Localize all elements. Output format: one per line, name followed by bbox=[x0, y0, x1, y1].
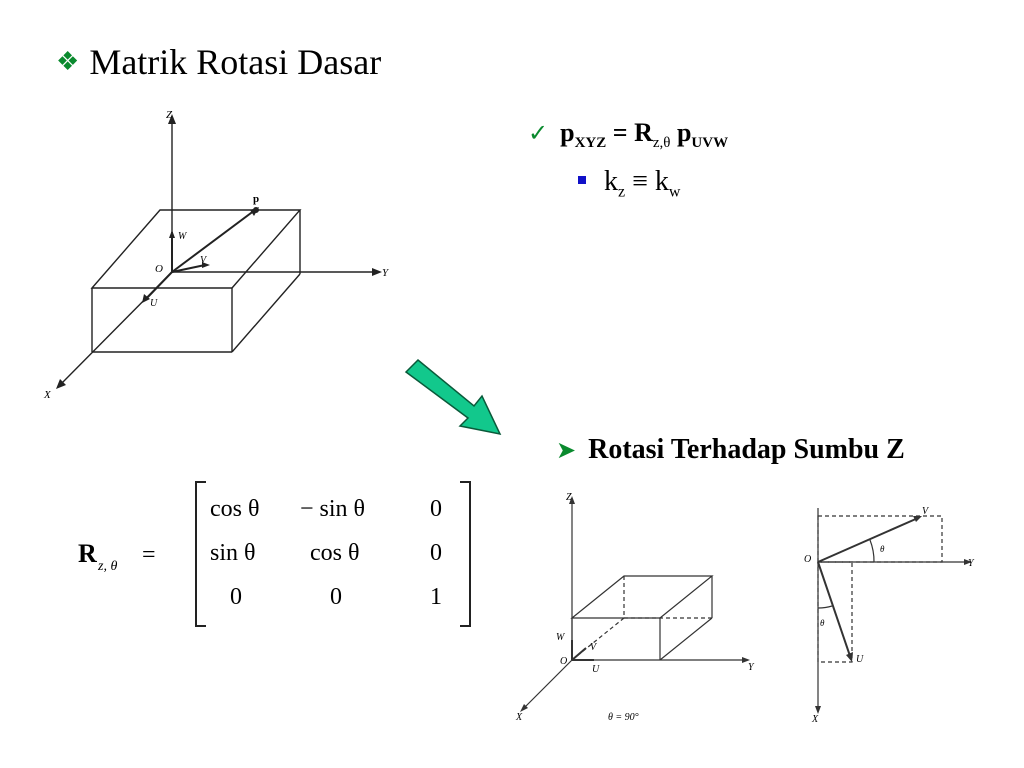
fig3-theta-2: θ bbox=[820, 618, 825, 628]
fig2-label-v: V bbox=[590, 642, 598, 653]
fig2-label-z: Z bbox=[566, 492, 572, 503]
rotation-matrix: R z, θ = cos θ − sin θ 0 sin θ cos θ 0 0… bbox=[78, 481, 471, 627]
fig2-label-x: X bbox=[515, 712, 523, 723]
arrow-bullet-icon: ➤ bbox=[556, 437, 577, 464]
diagonal-arrow-icon bbox=[404, 358, 502, 436]
figure-3d-frame: Z Y X W V U O p bbox=[43, 109, 390, 401]
rotation-heading: Rotasi Terhadap Sumbu Z bbox=[588, 434, 905, 465]
label-y: Y bbox=[382, 267, 390, 279]
bullet-rotation-z: ➤ Rotasi Terhadap Sumbu Z bbox=[556, 434, 905, 466]
fig2-label-origin: O bbox=[560, 656, 567, 667]
equation-text: pXYZ = Rz,θ pUVW bbox=[560, 118, 729, 152]
label-origin: O bbox=[155, 263, 163, 275]
cell-2-2: 1 bbox=[430, 584, 442, 610]
fig3-label-origin: O bbox=[804, 554, 811, 565]
cell-1-2: 0 bbox=[430, 540, 442, 566]
cell-2-1: 0 bbox=[330, 584, 342, 610]
label-z: Z bbox=[166, 109, 173, 121]
fig2-caption: θ = 90° bbox=[608, 712, 639, 723]
bullet-kz-kw: kz ≡ kw bbox=[578, 166, 680, 202]
label-x: X bbox=[43, 389, 52, 401]
figure-2d-rotation: V Y O U X θ θ bbox=[804, 506, 975, 725]
cell-2-0: 0 bbox=[230, 584, 242, 610]
matrix-cells: cos θ − sin θ 0 sin θ cos θ 0 0 0 1 bbox=[210, 496, 442, 610]
fig3-label-v: V bbox=[922, 506, 930, 517]
square-bullet-icon bbox=[578, 176, 586, 184]
fig2-label-y: Y bbox=[748, 662, 755, 673]
label-w: W bbox=[178, 231, 188, 242]
cell-0-2: 0 bbox=[430, 496, 442, 522]
fig3-theta-1: θ bbox=[880, 544, 885, 554]
kz-equiv-text: kz ≡ kw bbox=[604, 166, 681, 201]
slide-title: ❖ Matrik Rotasi Dasar bbox=[56, 44, 381, 80]
cell-1-0: sin θ bbox=[210, 540, 256, 566]
cell-0-0: cos θ bbox=[210, 496, 260, 522]
fig3-label-u: U bbox=[856, 654, 864, 665]
matrix-equals: = bbox=[142, 542, 156, 568]
bullet-equation-pxyz: ✓ pXYZ = Rz,θ pUVW bbox=[528, 118, 728, 152]
matrix-label-sub: z, θ bbox=[97, 559, 117, 574]
label-u: U bbox=[150, 298, 158, 309]
fig3-label-y: Y bbox=[968, 558, 975, 569]
fig2-label-u: U bbox=[592, 664, 600, 675]
label-v: V bbox=[200, 255, 208, 266]
label-point-p: p bbox=[253, 193, 259, 205]
fig3-label-x: X bbox=[811, 714, 819, 725]
matrix-label-r: R bbox=[78, 539, 97, 568]
check-icon: ✓ bbox=[528, 121, 549, 147]
figure-rotated-box: Z Y X W V U O θ = 90° bbox=[515, 492, 755, 723]
title-text: Matrik Rotasi Dasar bbox=[89, 42, 382, 82]
fig2-label-w: W bbox=[556, 632, 566, 643]
cell-1-1: cos θ bbox=[310, 540, 360, 566]
diamond-bullet-icon: ❖ bbox=[56, 47, 80, 76]
cell-0-1: − sin θ bbox=[300, 496, 365, 522]
